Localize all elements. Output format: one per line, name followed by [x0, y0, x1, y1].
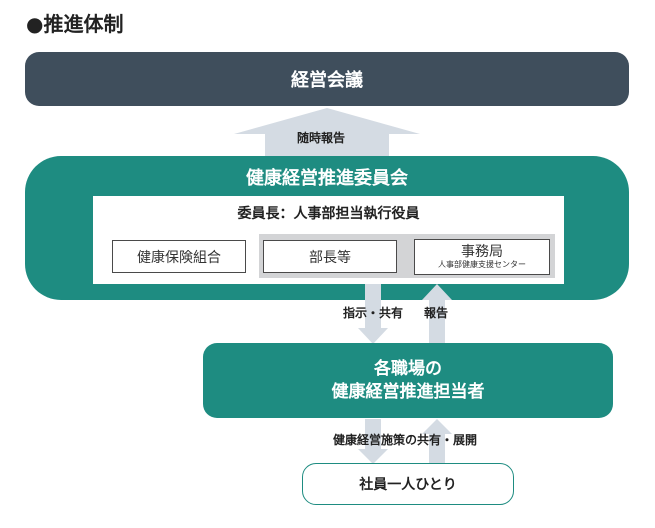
arrow-report-label: 随時報告 — [297, 131, 346, 145]
workplace-promoters-box: 各職場の 健康経営推進担当者 — [203, 343, 613, 418]
report-label: 報告 — [424, 306, 449, 320]
deploy-up-arrow — [422, 419, 452, 464]
report-up-arrow — [234, 108, 420, 160]
committee-chair: 委員長：人事部担当執行役員 — [237, 206, 420, 222]
instruct-share-label: 指示・共有 — [343, 306, 404, 320]
workplace-line2: 健康経営推進担当者 — [331, 381, 485, 402]
employees-box: 社員一人ひとり — [302, 463, 514, 505]
member-secretariat-sub: 人事部健康支援センター — [438, 260, 526, 270]
management-meeting-box: 経営会議 — [25, 52, 629, 106]
member-secretariat: 事務局 人事部健康支援センター — [414, 239, 550, 275]
deploy-down-arrow — [358, 419, 388, 464]
report-up-small-arrow — [422, 284, 452, 344]
member-health-union: 健康保険組合 — [112, 240, 246, 273]
page-heading: ●推進体制 — [26, 12, 124, 36]
member-managers: 部長等 — [263, 240, 397, 273]
committee-title: 健康経営推進委員会 — [246, 168, 408, 189]
instruct-down-arrow — [358, 284, 388, 344]
member-secretariat-label: 事務局 — [461, 244, 503, 261]
member-managers-label: 部長等 — [309, 249, 351, 266]
deploy-label: 健康経営施策の共有・展開 — [333, 433, 478, 447]
member-health-union-label: 健康保険組合 — [137, 249, 221, 266]
workplace-line1: 各職場の — [374, 358, 442, 379]
